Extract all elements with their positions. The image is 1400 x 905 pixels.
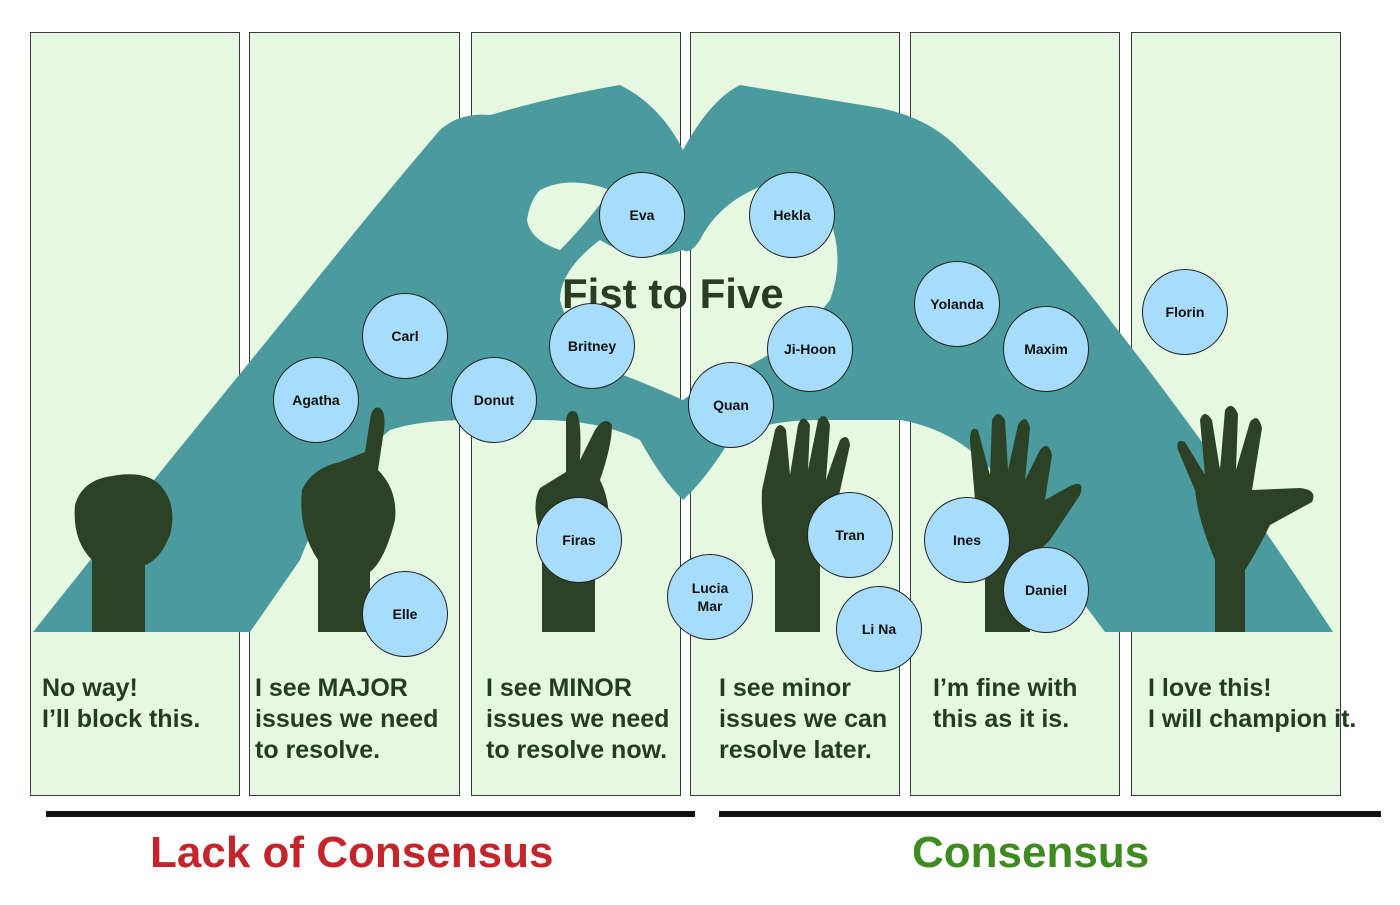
column-five-line-1: I love this! — [1148, 674, 1272, 702]
column-three-line-2: issues we can — [719, 705, 888, 733]
column-five-line-2: I will champion it. — [1148, 705, 1357, 733]
lack-of-consensus-bar — [46, 811, 695, 817]
column-one-line-3: to resolve. — [255, 736, 381, 764]
one-finger-hand-icon — [301, 407, 396, 632]
column-fist — [30, 32, 240, 796]
column-fist-line-1: No way! — [42, 674, 138, 702]
sticky-note-li-na[interactable]: Li Na — [836, 586, 922, 672]
open-hand-icon — [970, 414, 1082, 632]
sticky-note-maxim[interactable]: Maxim — [1003, 306, 1089, 392]
column-one-line-1: I see MAJOR — [255, 674, 408, 702]
sticky-note-donut[interactable]: Donut — [451, 357, 537, 443]
sticky-note-britney[interactable]: Britney — [549, 303, 635, 389]
column-one-line-2: issues we need — [255, 705, 439, 733]
fist-icon — [74, 474, 173, 632]
column-three-line-3: resolve later. — [719, 736, 872, 764]
consensus-label: Consensus — [912, 828, 1150, 877]
high-five-hand-icon — [1177, 405, 1314, 632]
sticky-note-tran[interactable]: Tran — [807, 492, 893, 578]
column-four-line-2: this as it is. — [933, 705, 1070, 733]
column-four-line-1: I’m fine with — [933, 674, 1078, 702]
column-two-line-1: I see MINOR — [486, 674, 632, 702]
column-two-line-2: issues we need — [486, 705, 670, 733]
sticky-note-quan[interactable]: Quan — [688, 362, 774, 448]
four-finger-hand-icon — [761, 416, 850, 632]
sticky-note-eva[interactable]: Eva — [599, 172, 685, 258]
sticky-note-carl[interactable]: Carl — [362, 293, 448, 379]
sticky-note-hekla[interactable]: Hekla — [749, 172, 835, 258]
lack-of-consensus-label: Lack of Consensus — [150, 828, 554, 877]
heart-hands-icon — [33, 85, 1333, 632]
sticky-note-yolanda[interactable]: Yolanda — [914, 261, 1000, 347]
sticky-note-daniel[interactable]: Daniel — [1003, 547, 1089, 633]
column-two-line-3: to resolve now. — [486, 736, 668, 764]
consensus-bar — [719, 811, 1381, 817]
sticky-note-ji-hoon[interactable]: Ji-Hoon — [767, 306, 853, 392]
sticky-note-florin[interactable]: Florin — [1142, 269, 1228, 355]
sticky-note-ines[interactable]: Ines — [924, 497, 1010, 583]
column-three-line-1: I see minor — [719, 674, 851, 702]
sticky-note-agatha[interactable]: Agatha — [273, 357, 359, 443]
sticky-note-firas[interactable]: Firas — [536, 497, 622, 583]
sticky-note-elle[interactable]: Elle — [362, 571, 448, 657]
column-fist-line-2: I’ll block this. — [42, 705, 201, 733]
